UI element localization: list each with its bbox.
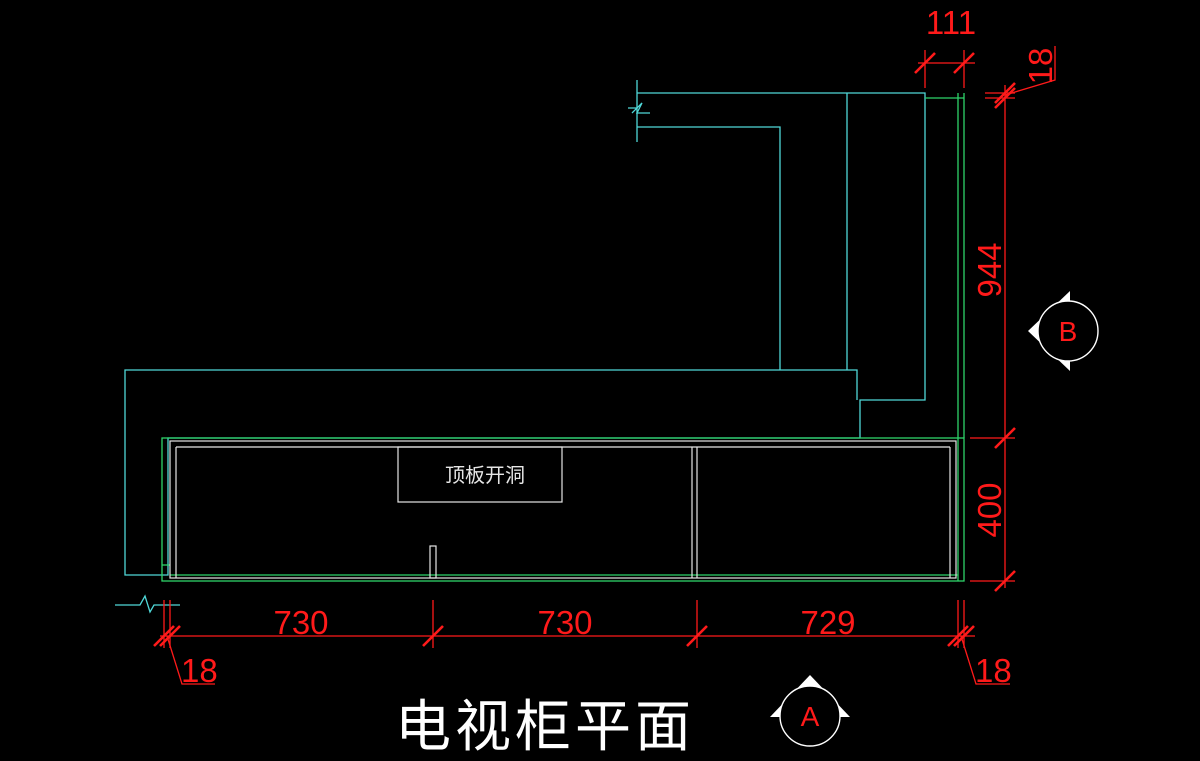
bottom-dim-3: 729 xyxy=(800,604,855,641)
top-dimension xyxy=(914,50,975,88)
top-tick-right xyxy=(953,52,975,74)
bottom-tick-5 xyxy=(953,625,975,647)
top-opening-box xyxy=(397,446,563,503)
bottom-left-leader xyxy=(166,635,215,685)
bottom-dimension-values: 730 730 729 18 18 xyxy=(181,604,1012,689)
break-symbol-bottom xyxy=(115,594,180,614)
counter-top-edge xyxy=(124,92,926,576)
marker-a-circle xyxy=(779,685,841,747)
bottom-tick-3 xyxy=(686,625,708,647)
partition-stub xyxy=(429,545,437,579)
right-upper-dim: 944 xyxy=(971,242,1008,297)
marker-b-circle xyxy=(1037,300,1099,362)
cabinet-inner-frame xyxy=(169,440,957,579)
view-marker-a: A xyxy=(770,675,850,747)
right-tick-mid xyxy=(994,427,1016,449)
top-tick-left xyxy=(914,52,936,74)
right-dimension-values: 944 400 18 xyxy=(971,48,1059,538)
cabinet-body xyxy=(161,93,965,582)
bottom-tick-4 xyxy=(947,625,969,647)
top-width-dim: 111 xyxy=(926,4,976,41)
bottom-left-offset: 18 xyxy=(181,652,218,689)
bottom-right-leader xyxy=(960,635,1010,685)
right-tick-top2 xyxy=(994,87,1016,109)
cabinet-panels xyxy=(169,440,957,579)
counter-outline xyxy=(115,80,926,614)
counter-inner-edge xyxy=(637,126,781,370)
marker-b-label: B xyxy=(1059,316,1078,347)
marker-a-label: A xyxy=(801,701,820,732)
view-marker-b: B xyxy=(1028,291,1099,371)
cabinet-outer-frame xyxy=(161,437,965,582)
right-top-leader xyxy=(1004,46,1056,96)
bottom-dimension-chain xyxy=(153,600,1010,685)
bottom-tick-1 xyxy=(159,625,181,647)
bottom-dim-1: 730 xyxy=(273,604,328,641)
right-dimension-chain xyxy=(970,46,1056,592)
bottom-right-offset: 18 xyxy=(975,652,1012,689)
top-right-offset: 18 xyxy=(1022,48,1059,85)
top-opening-label: 顶板开洞 xyxy=(445,463,525,487)
drawing-title: 电视柜平面 xyxy=(395,695,695,760)
right-tick-top xyxy=(994,82,1016,104)
bottom-dim-2: 730 xyxy=(537,604,592,641)
bottom-tick-2 xyxy=(422,625,444,647)
bottom-tick-0 xyxy=(153,625,175,647)
right-tick-bottom xyxy=(994,570,1016,592)
right-lower-dim: 400 xyxy=(971,482,1008,537)
break-symbol-top xyxy=(628,102,650,114)
